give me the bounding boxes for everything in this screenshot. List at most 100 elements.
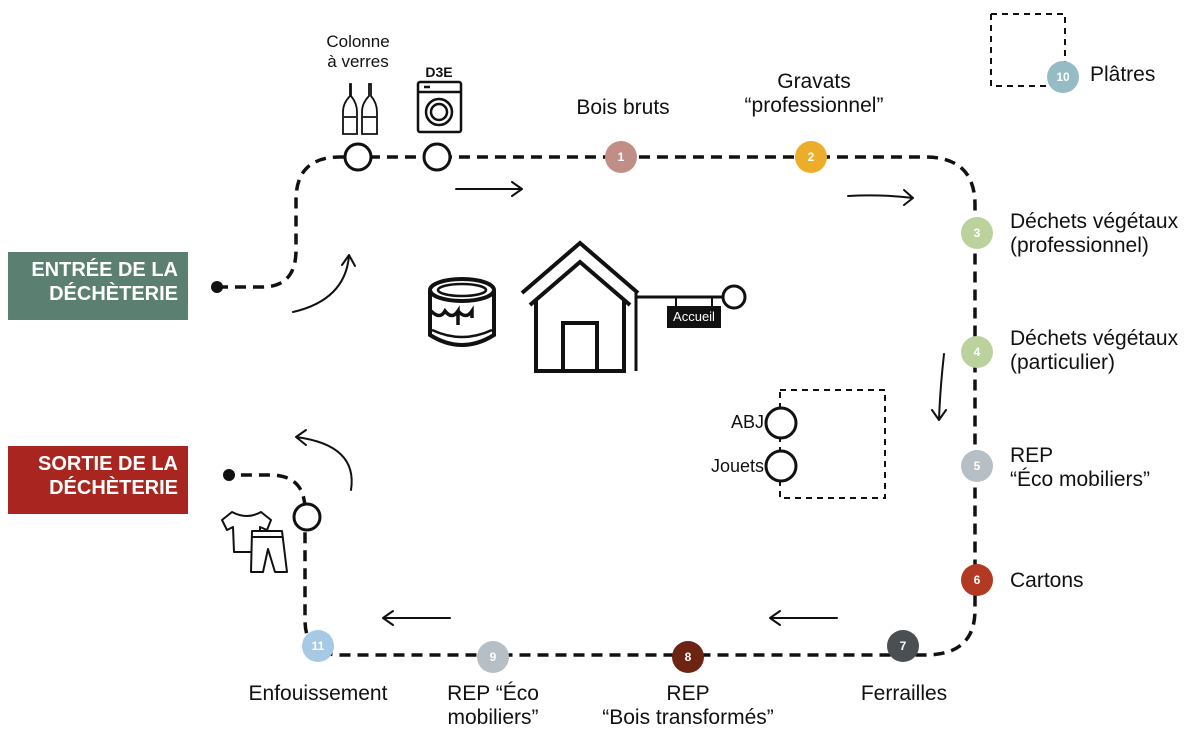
station-11-circle xyxy=(302,630,334,662)
textile-marker xyxy=(292,502,322,532)
direction-arrows xyxy=(292,181,947,626)
glass-column-label-line1: Colonne xyxy=(326,32,390,51)
exit-dot xyxy=(223,469,235,481)
abj-label: ABJ xyxy=(730,412,764,432)
glass-column-marker xyxy=(343,142,373,172)
station-3-line2: (professionnel) xyxy=(1010,234,1149,257)
station-1-line1: Bois bruts xyxy=(576,96,670,119)
station-4-line2: (particulier) xyxy=(1010,351,1116,374)
station-10-marker: 10 xyxy=(1047,61,1079,93)
station-2-line1: Gravats xyxy=(777,70,851,93)
entry-banner: ENTRÉE DE LA DÉCHÈTERIE xyxy=(8,252,188,320)
station-2-label: Gravats “professionnel” xyxy=(745,70,884,118)
station-9-line1: REP “Éco xyxy=(447,682,539,705)
station-10-label: Plâtres xyxy=(1090,63,1155,87)
station-5-line1: REP xyxy=(1010,444,1054,467)
jouets-label: Jouets xyxy=(710,456,764,476)
paint-bucket-icon xyxy=(428,277,496,347)
station-1-number: 1 xyxy=(618,150,625,164)
station-5-circle xyxy=(961,450,993,482)
station-7-line1: Ferrailles xyxy=(860,682,948,705)
arrow-curve-up-icon xyxy=(292,254,356,313)
station-1-label: Bois bruts xyxy=(576,96,669,120)
glass-column-label-line2: à verres xyxy=(327,52,389,71)
station-10-line1: Plâtres xyxy=(1090,63,1156,86)
station-6-marker: 6 xyxy=(961,564,993,596)
station-9-marker: 9 xyxy=(477,641,509,673)
station-7-number: 7 xyxy=(900,639,907,653)
station-4-marker: 4 xyxy=(961,336,993,368)
exit-banner-line2: DÉCHÈTERIE xyxy=(49,477,178,499)
arrow-curve-back-icon xyxy=(295,429,353,491)
d3e-marker xyxy=(422,142,452,172)
station-4-circle xyxy=(961,336,993,368)
platres-zone-box xyxy=(990,13,1066,87)
station-2-line2: “professionnel” xyxy=(744,94,884,117)
arrow-right-icon xyxy=(847,189,914,206)
station-4-label: Déchets végétaux (particulier) xyxy=(1010,327,1178,375)
entry-dot xyxy=(211,281,223,293)
arrow-left-icon xyxy=(769,610,838,626)
d3e-label: D3E xyxy=(425,64,453,80)
entry-banner-line2: DÉCHÈTERIE xyxy=(49,283,178,305)
station-8-label: REP “Bois transformés” xyxy=(602,682,774,730)
station-4-line1: Déchets végétaux xyxy=(1010,327,1179,350)
glass-column-label: Colonne à verres xyxy=(326,32,389,72)
station-5-marker: 5 xyxy=(961,450,993,482)
station-6-line1: Cartons xyxy=(1010,569,1084,592)
bottles-icon xyxy=(342,83,378,135)
station-9-line2: mobiliers” xyxy=(447,706,539,729)
station-2-marker: 2 xyxy=(795,141,827,173)
station-7-label: Ferrailles xyxy=(861,682,947,706)
exit-banner-line1: SORTIE DE LA xyxy=(37,453,178,475)
station-3-circle xyxy=(961,217,993,249)
station-11-line1: Enfouissement xyxy=(248,682,388,705)
station-1-marker: 1 xyxy=(605,141,637,173)
station-2-circle xyxy=(795,141,827,173)
arrow-left-icon xyxy=(382,610,451,626)
station-8-number: 8 xyxy=(685,650,692,664)
abj-zone-box xyxy=(779,389,886,499)
washing-machine-icon xyxy=(416,80,463,134)
abj-marker xyxy=(764,406,798,440)
station-11-label: Enfouissement xyxy=(249,682,388,706)
station-6-circle xyxy=(961,564,993,596)
station-1-circle xyxy=(605,141,637,173)
accueil-label: Accueil xyxy=(673,309,715,324)
station-3-marker: 3 xyxy=(961,217,993,249)
station-5-number: 5 xyxy=(974,459,981,473)
station-3-number: 3 xyxy=(974,226,981,240)
station-8-marker: 8 xyxy=(672,641,704,673)
station-2-number: 2 xyxy=(808,150,815,164)
accueil-sign xyxy=(634,284,747,371)
station-3-label: Déchets végétaux (professionnel) xyxy=(1010,210,1178,258)
station-5-line2: “Éco mobiliers” xyxy=(1010,468,1151,491)
station-8-line2: “Bois transformés” xyxy=(602,706,774,729)
station-5-label: REP “Éco mobiliers” xyxy=(1010,444,1150,492)
station-8-line1: REP xyxy=(666,682,710,705)
arrow-right-icon xyxy=(455,181,523,197)
station-10-number: 10 xyxy=(1056,70,1070,84)
house-icon xyxy=(520,240,640,373)
arrow-down-icon xyxy=(931,353,947,421)
jouets-marker xyxy=(764,449,798,483)
exit-banner: SORTIE DE LA DÉCHÈTERIE xyxy=(8,446,188,514)
clothes-icon xyxy=(221,511,288,573)
station-8-circle xyxy=(672,641,704,673)
entry-banner-line1: ENTRÉE DE LA xyxy=(31,259,178,281)
station-11-number: 11 xyxy=(312,639,325,653)
station-7-marker: 7 xyxy=(887,630,919,662)
station-markers: 1 2 3 4 5 6 7 8 9 10 11 xyxy=(302,61,1079,673)
station-3-line1: Déchets végétaux xyxy=(1010,210,1179,233)
station-7-circle xyxy=(887,630,919,662)
station-4-number: 4 xyxy=(974,345,981,359)
station-9-label: REP “Éco mobiliers” xyxy=(447,682,539,730)
station-9-circle xyxy=(477,641,509,673)
station-9-number: 9 xyxy=(490,650,497,664)
station-11-marker: 11 xyxy=(302,630,334,662)
station-10-circle xyxy=(1047,61,1079,93)
station-6-number: 6 xyxy=(974,573,981,587)
station-6-label: Cartons xyxy=(1010,569,1084,593)
route-path xyxy=(217,155,977,657)
